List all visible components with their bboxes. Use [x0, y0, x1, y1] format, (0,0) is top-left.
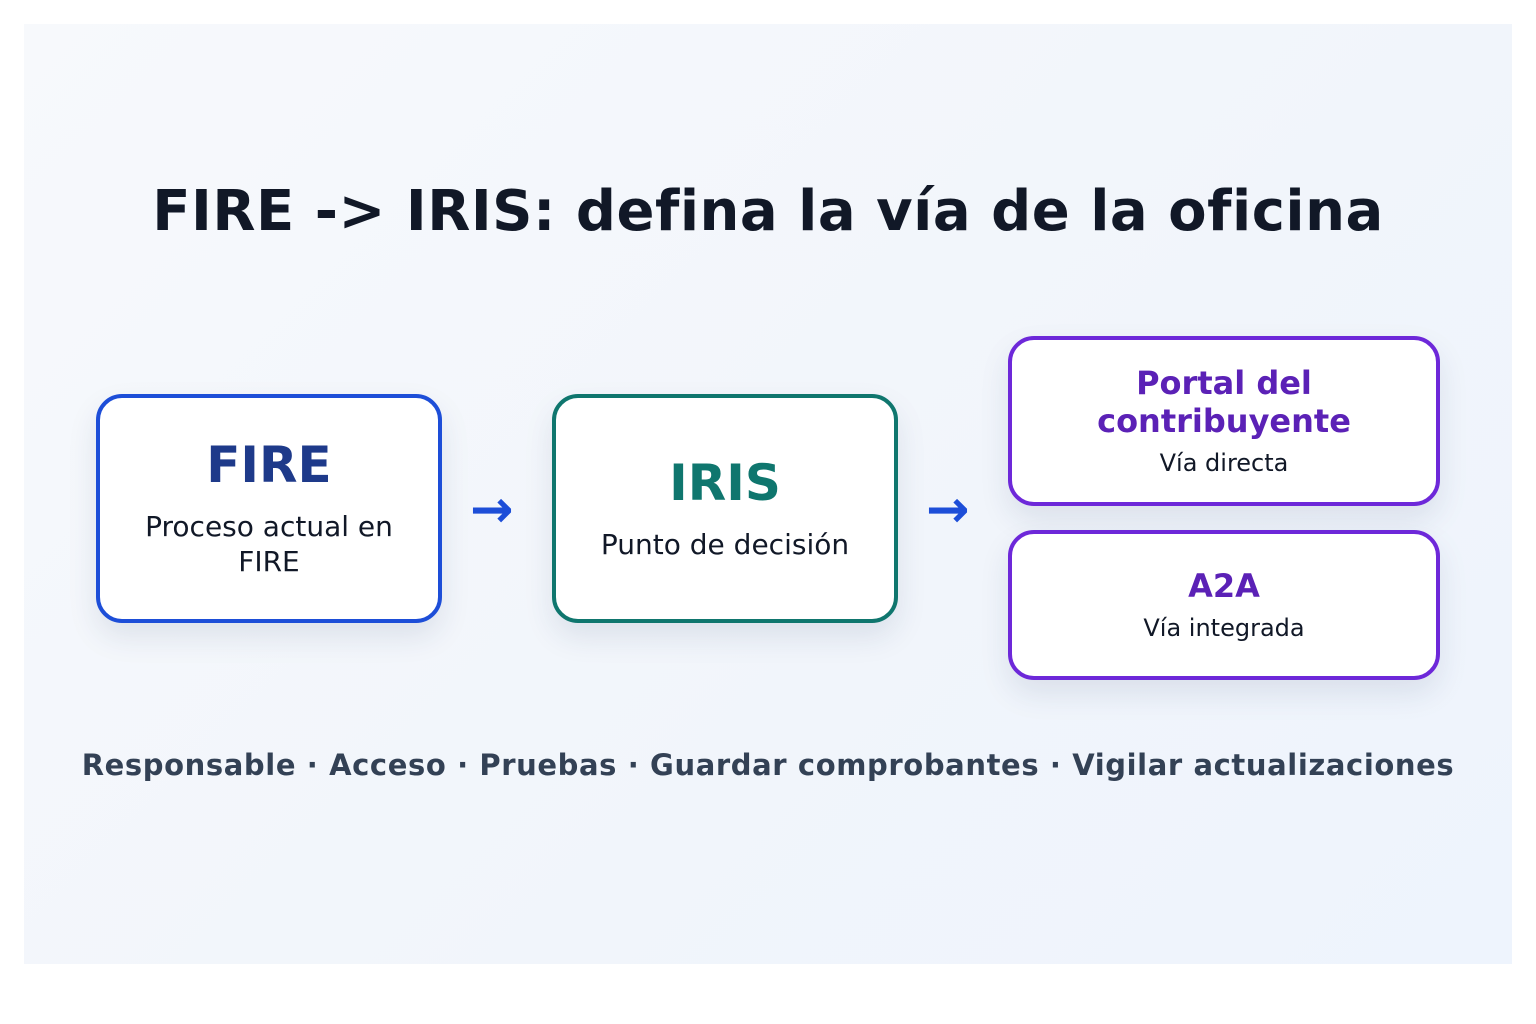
a2a-node-subtitle: Vía integrada: [1143, 613, 1305, 642]
fire-node-subtitle: Proceso actual en FIRE: [145, 510, 393, 578]
portal-node: Portal del contribuyente Vía directa: [1008, 336, 1440, 506]
arrow-right-icon: →: [470, 480, 514, 540]
checklist-footer: Responsable · Acceso · Pruebas · Guardar…: [81, 748, 1455, 782]
a2a-node-heading: A2A: [1188, 567, 1260, 606]
fire-node: FIRE Proceso actual en FIRE: [96, 394, 442, 623]
diagram-title: FIRE -> IRIS: defina la vía de la oficin…: [152, 179, 1384, 244]
iris-node-subtitle: Punto de decisión: [600, 527, 850, 561]
portal-node-subtitle: Vía directa: [1159, 448, 1289, 477]
arrow-right-icon: →: [926, 480, 970, 540]
fire-node-heading: FIRE: [206, 436, 332, 494]
a2a-node: A2A Vía integrada: [1008, 530, 1440, 680]
iris-node: IRIS Punto de decisión: [552, 394, 898, 623]
portal-node-heading: Portal del contribuyente: [1097, 364, 1351, 440]
iris-node-heading: IRIS: [669, 453, 781, 512]
